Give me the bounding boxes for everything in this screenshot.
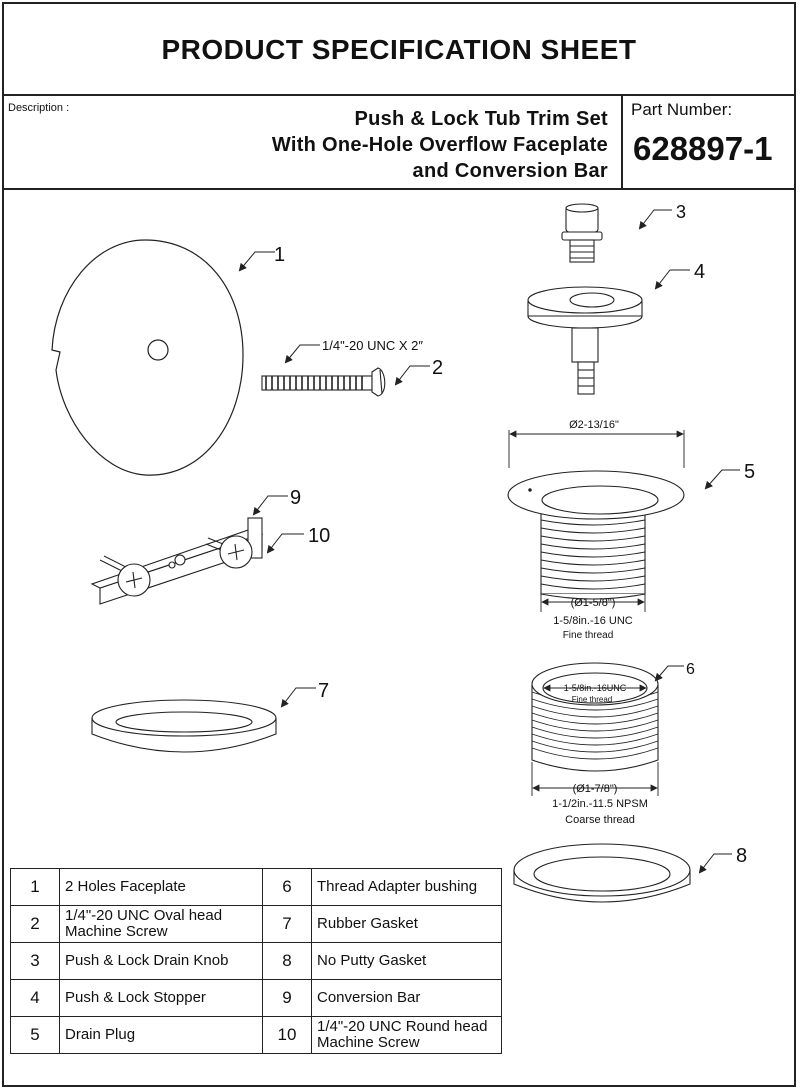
stopper-drawing: [527, 286, 643, 395]
callout-2: 2: [432, 357, 443, 379]
drain-thread-dia-label: (Ø1-5/8"): [571, 597, 616, 609]
no-putty-gasket-drawing: [513, 843, 691, 903]
bushing-dimensions: [531, 684, 659, 796]
part-name-right: Thread Adapter bushing: [311, 868, 502, 906]
part-name-right: 1/4"-20 UNC Round head Machine Screw: [311, 1016, 502, 1054]
callout-8: 8: [736, 845, 747, 867]
title-row: PRODUCT SPECIFICATION SHEET: [4, 4, 794, 96]
drain-plug-drawing: [507, 470, 685, 600]
part-num-left: 5: [10, 1016, 60, 1054]
part-number-label: Part Number:: [631, 100, 733, 119]
table-row: 4 Push & Lock Stopper 9 Conversion Bar: [10, 979, 502, 1017]
part-name-left: 1/4"-20 UNC Oval head Machine Screw: [59, 905, 263, 943]
part-num-left: 2: [10, 905, 60, 943]
rubber-gasket-drawing: [91, 699, 277, 753]
callout-6: 6: [686, 661, 695, 678]
oval-head-screw-drawing: [261, 367, 386, 397]
bushing-outer-dia-label: (Ø1-7/8"): [573, 783, 618, 795]
sheet-title: PRODUCT SPECIFICATION SHEET: [161, 34, 637, 65]
part-num-left: 1: [10, 868, 60, 906]
description-row: Description : Push & Lock Tub Trim Set W…: [4, 96, 794, 190]
part-name-right: Rubber Gasket: [311, 905, 502, 943]
part-number: 628897-1: [633, 130, 773, 167]
part-num-left: 4: [10, 979, 60, 1017]
part-name-left: Push & Lock Stopper: [59, 979, 263, 1017]
screw-spec-label: 1/4"-20 UNC X 2″: [322, 338, 423, 353]
drain-knob-drawing: [561, 203, 603, 263]
part-name-left: Drain Plug: [59, 1016, 263, 1054]
callout-9: 9: [290, 487, 301, 509]
description-text: Push & Lock Tub Trim Set With One-Hole O…: [272, 106, 608, 184]
bushing-outer-type-label: Coarse thread: [565, 814, 635, 826]
part-num-right: 8: [262, 942, 312, 980]
callout-10: 10: [308, 525, 330, 547]
callout-4: 4: [694, 261, 705, 283]
part-num-right: 7: [262, 905, 312, 943]
leader-lines: [238, 209, 740, 874]
part-number-box: Part Number: 628897-1: [621, 96, 794, 188]
callout-5: 5: [744, 461, 755, 483]
description-line-1: Push & Lock Tub Trim Set: [354, 108, 608, 130]
part-name-right: No Putty Gasket: [311, 942, 502, 980]
callout-7: 7: [318, 680, 329, 702]
part-name-right: Conversion Bar: [311, 979, 502, 1017]
part-num-right: 10: [262, 1016, 312, 1054]
drain-outer-dia-label: Ø2-13/16": [569, 419, 619, 431]
part-name-left: Push & Lock Drain Knob: [59, 942, 263, 980]
callout-3: 3: [676, 202, 686, 222]
thread-adapter-bushing-drawing: [531, 662, 659, 772]
part-num-left: 3: [10, 942, 60, 980]
part-num-right: 9: [262, 979, 312, 1017]
bushing-inner-spec-label: 1-5/8in.-16UNC: [564, 683, 627, 693]
callout-1: 1: [274, 244, 285, 266]
description-line-2: With One-Hole Overflow Faceplate: [271, 134, 608, 156]
table-row: 1 2 Holes Faceplate 6 Thread Adapter bus…: [10, 868, 502, 906]
faceplate-drawing: [51, 239, 244, 476]
parts-table: 1 2 Holes Faceplate 6 Thread Adapter bus…: [10, 868, 502, 1054]
table-row: 3 Push & Lock Drain Knob 8 No Putty Gask…: [10, 942, 502, 980]
bushing-inner-type-label: Fine thread: [572, 695, 612, 704]
conversion-bar-drawing: [90, 517, 264, 605]
table-row: 5 Drain Plug 10 1/4"-20 UNC Round head M…: [10, 1016, 502, 1054]
drain-thread-spec-label: 1-5/8in.-16 UNC: [553, 615, 633, 627]
description-label: Description :: [8, 102, 70, 114]
description-line-3: and Conversion Bar: [412, 160, 608, 182]
part-name-left: 2 Holes Faceplate: [59, 868, 263, 906]
drain-dimensions: [508, 430, 685, 612]
part-num-right: 6: [262, 868, 312, 906]
drain-thread-type-label: Fine thread: [563, 630, 614, 641]
table-row: 2 1/4"-20 UNC Oval head Machine Screw 7 …: [10, 905, 502, 943]
bushing-outer-spec-label: 1-1/2in.-11.5 NPSM: [552, 798, 648, 810]
